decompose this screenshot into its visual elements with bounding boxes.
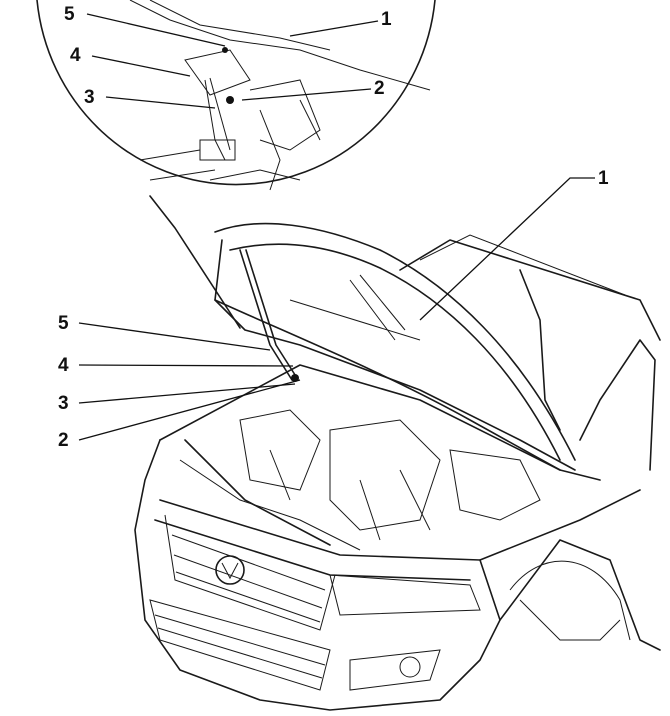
inset-callout-4: 4 xyxy=(70,45,81,66)
callout-5: 5 xyxy=(58,313,69,334)
windshield-and-pillar xyxy=(399,234,661,471)
leader-lines xyxy=(78,13,595,441)
inset-callout-2: 2 xyxy=(374,78,385,99)
engine-bay xyxy=(159,364,601,551)
callout-2: 2 xyxy=(58,430,69,451)
inset-callout-5: 5 xyxy=(64,4,75,25)
open-hood xyxy=(214,222,576,471)
callout-1: 1 xyxy=(598,168,609,189)
callout-3: 3 xyxy=(58,393,69,414)
callout-4: 4 xyxy=(58,355,69,376)
inset-callout-3: 3 xyxy=(84,87,95,108)
detail-inset xyxy=(36,0,436,329)
inset-callout-1: 1 xyxy=(381,9,392,30)
hood-struts xyxy=(184,249,331,546)
front-end xyxy=(134,439,661,711)
